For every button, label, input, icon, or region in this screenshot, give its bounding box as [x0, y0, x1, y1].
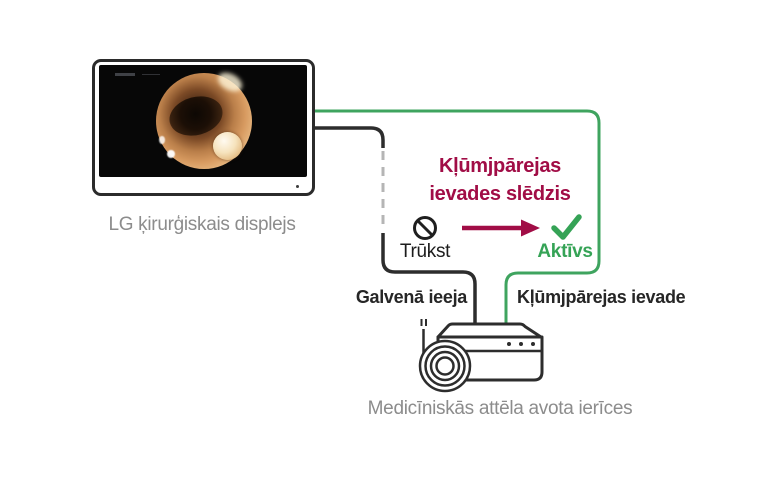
highlight-spot — [158, 136, 165, 145]
device-dot — [519, 342, 523, 346]
no-entry-icon — [413, 216, 437, 240]
lg-surgical-display — [92, 59, 315, 196]
device-dot — [507, 342, 511, 346]
endoscopy-polyp — [213, 132, 242, 160]
check-icon — [551, 214, 582, 240]
highlight-spot — [166, 149, 176, 159]
endoscopy-cavity — [165, 90, 227, 142]
state-active-label: Aktīvs — [537, 241, 593, 262]
display-screen — [99, 65, 307, 177]
state-missing-label: Trūkst — [399, 241, 451, 262]
source-devices-label: Medicīniskās attēla avota ierīces — [367, 398, 633, 419]
failover-switch-title: Kļūmjpārejas ievades slēdzis — [407, 152, 593, 208]
highlight-spot — [215, 68, 246, 96]
main-signal-line-top — [312, 126, 385, 148]
main-input-label: Galvenā ieeja — [355, 287, 467, 307]
title-line-2: ievades slēdzis — [429, 183, 571, 205]
device-top — [436, 322, 543, 339]
source-device-illustration — [418, 319, 544, 393]
device-dot — [531, 342, 535, 346]
cable-connector — [420, 319, 427, 326]
endoscopy-image — [156, 68, 252, 169]
cable-coil — [418, 339, 472, 393]
osd-overlay-text — [115, 73, 135, 76]
power-led — [296, 185, 299, 188]
title-line-1: Kļūmjpārejas — [438, 155, 561, 177]
arrow-right-icon — [462, 219, 540, 237]
monitor-label: LG ķirurģiskais displejs — [108, 214, 296, 235]
main-signal-line-bottom — [381, 233, 477, 325]
failover-input-label: Kļūmjpārejas ievade — [517, 287, 686, 307]
failover-signal-line — [312, 109, 601, 325]
